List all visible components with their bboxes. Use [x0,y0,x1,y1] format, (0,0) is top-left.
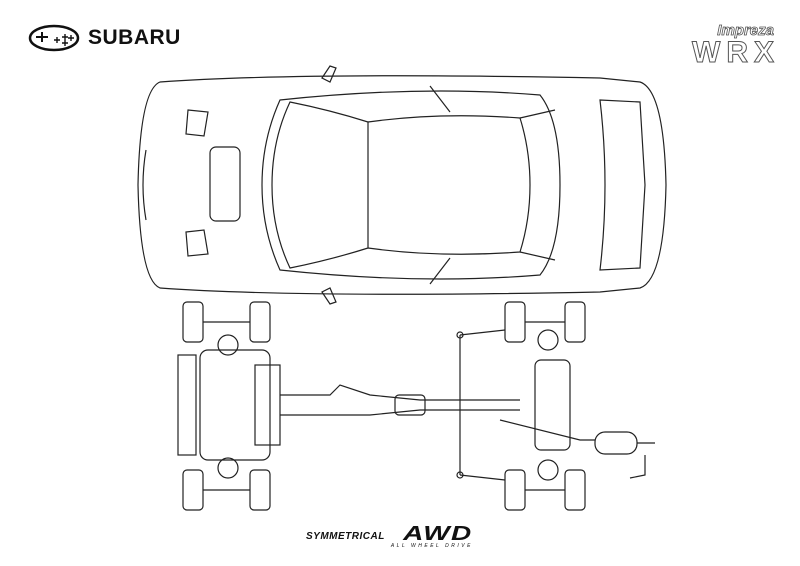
subaru-stars-icon [28,24,80,52]
chassis-drivetrain [177,301,655,511]
awd-subtitle: ALL WHEEL DRIVE [390,543,473,549]
brand-name: SUBARU [88,26,181,49]
symmetrical-awd-logo: SYMMETRICAL AWD ALL WHEEL DRIVE [306,523,473,549]
subaru-logo: SUBARU [28,24,181,52]
model-logo: Impreza WRX [650,22,780,69]
awd-label: AWD [403,523,473,545]
model-name: Impreza [717,22,775,40]
model-trim: WRX [692,36,780,69]
car-body-top-view [137,65,667,305]
symmetrical-label: SYMMETRICAL [306,531,385,542]
